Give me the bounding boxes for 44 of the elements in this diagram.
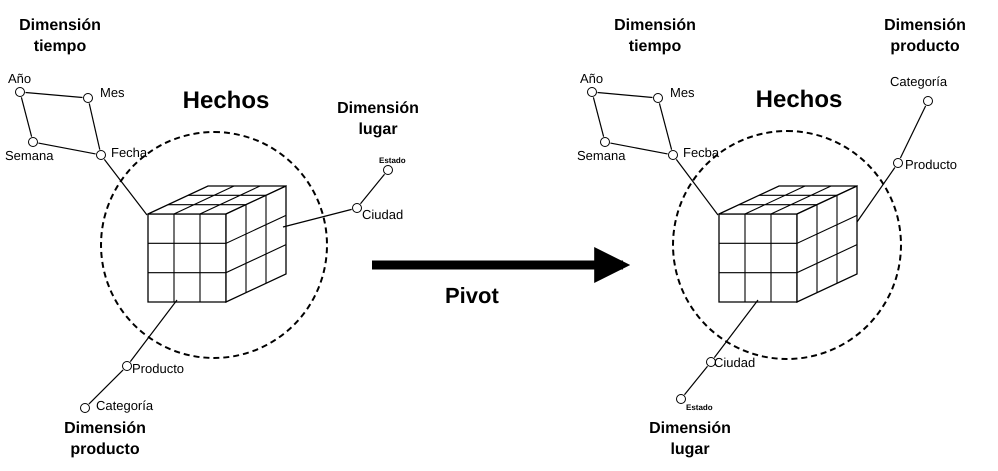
connector-line	[20, 97, 32, 137]
dimension-heading: Dimensión lugar	[648, 419, 732, 460]
level-label: Estado	[686, 403, 713, 412]
connector-line	[856, 167, 896, 222]
level-label: Ciudad	[714, 356, 756, 370]
connector-line	[714, 300, 758, 358]
dimension-heading: Dimensión producto	[883, 16, 967, 57]
thick-arrow	[372, 247, 630, 283]
connector-line	[104, 159, 148, 216]
level-label: Categoría	[890, 75, 948, 89]
level-label: Producto	[905, 158, 958, 172]
dimension-heading: Dimensión producto	[63, 419, 147, 460]
connector-line	[88, 369, 124, 405]
level-label: Categoría	[96, 399, 154, 413]
connector-line	[592, 97, 604, 137]
dimension-heading: Dimensión tiempo	[613, 16, 697, 57]
connector-line	[88, 103, 100, 150]
connector-line	[610, 142, 668, 155]
level-label: Fecba	[683, 146, 720, 160]
connector-line	[658, 103, 672, 150]
level-label: Mes	[100, 86, 125, 100]
group-heading: Hechos	[182, 87, 270, 115]
level-label: Semana	[5, 149, 54, 163]
level-label: Estado	[379, 156, 406, 165]
level-label: Ciudad	[362, 208, 404, 222]
edge-label: Pivot	[445, 283, 499, 309]
level-label: Fecha	[111, 146, 148, 160]
connector-line	[130, 300, 178, 362]
level-label: Semana	[577, 149, 626, 163]
dimension-heading: Dimensión tiempo	[18, 16, 102, 57]
connector-line	[25, 92, 83, 98]
connector-line	[282, 208, 352, 228]
level-label: Año	[580, 72, 604, 86]
connector-line	[684, 366, 708, 396]
connector-line	[900, 106, 926, 158]
level-label: Año	[8, 72, 32, 86]
connector-line	[597, 92, 653, 98]
group-heading: Hechos	[756, 86, 842, 114]
connector-line	[676, 159, 718, 216]
level-label: Producto	[132, 362, 184, 376]
connector-line	[360, 174, 385, 204]
connector-line	[38, 142, 96, 155]
dimension-heading: Dimensión lugar	[336, 99, 420, 140]
level-label: Mes	[670, 86, 695, 100]
